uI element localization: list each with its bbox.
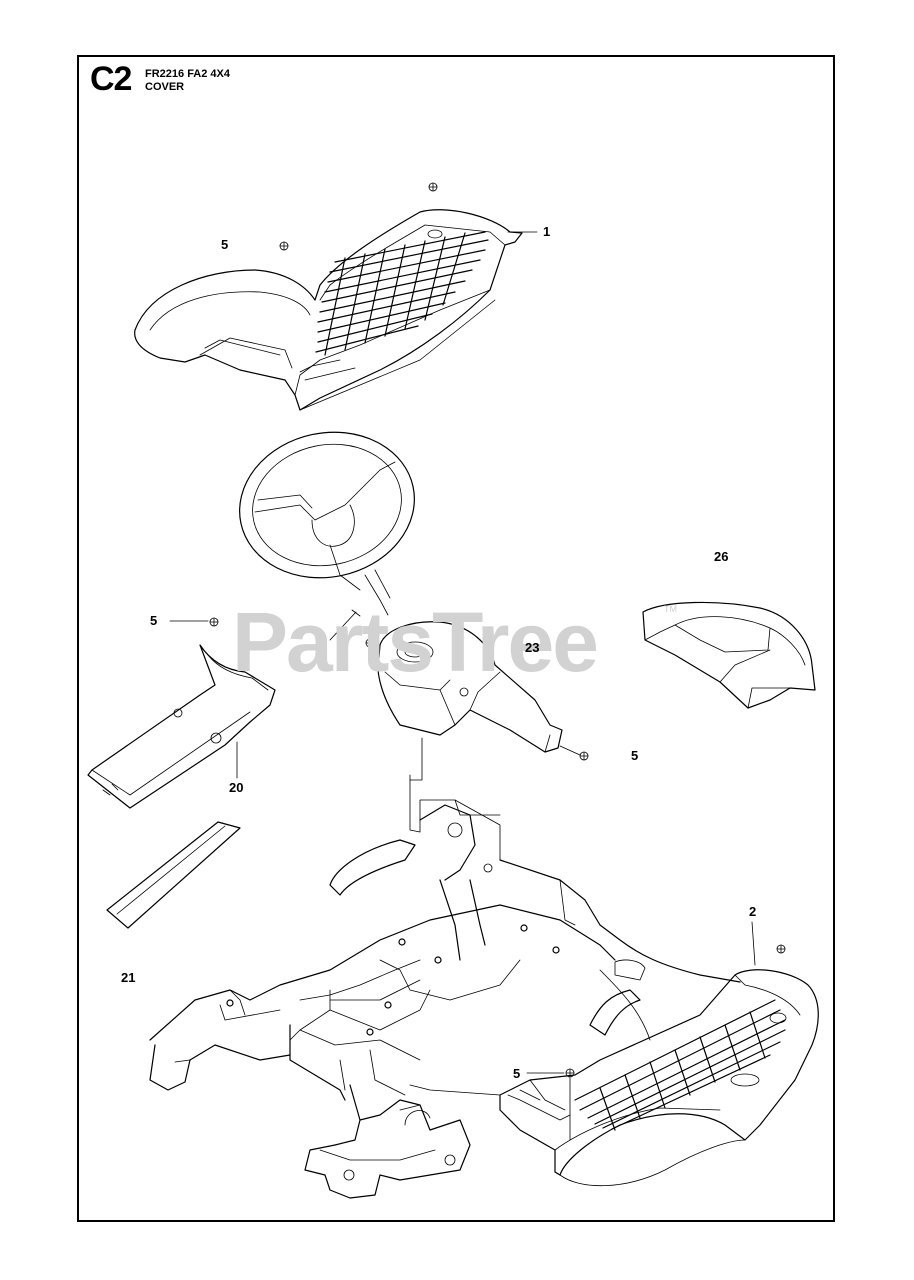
- part-2-rear-cover[interactable]: [499, 969, 819, 1187]
- screw-icon[interactable]: [565, 1068, 575, 1078]
- screw-icon[interactable]: [428, 182, 438, 192]
- part-23-column-cover[interactable]: [377, 621, 563, 753]
- screw-icon[interactable]: [279, 241, 289, 251]
- callout-2[interactable]: 2: [749, 904, 757, 919]
- callout-26[interactable]: 26: [714, 549, 729, 564]
- section-code: C2: [90, 60, 132, 98]
- callout-21[interactable]: 21: [121, 970, 136, 985]
- diagram-frame: [77, 55, 835, 1222]
- section-title: COVER: [145, 81, 185, 93]
- callout-5[interactable]: 5: [221, 237, 229, 252]
- bolt: [329, 609, 361, 641]
- screw-icon[interactable]: [209, 617, 219, 627]
- part-1-front-cover[interactable]: [134, 209, 523, 411]
- model-number: FR2216 FA2 4X4: [145, 68, 230, 80]
- part-26-dash-cover[interactable]: [642, 601, 816, 709]
- callout-5[interactable]: 5: [631, 748, 639, 763]
- chassis-frame: [149, 774, 741, 1199]
- screw-icon[interactable]: [776, 944, 786, 954]
- callout-20[interactable]: 20: [229, 780, 244, 795]
- callout-5[interactable]: 5: [513, 1066, 521, 1081]
- part-21-strip[interactable]: [106, 821, 241, 929]
- part-20-side-panel[interactable]: [87, 644, 276, 809]
- steering-wheel[interactable]: [226, 416, 428, 616]
- callout-23[interactable]: 23: [525, 640, 540, 655]
- callout-5[interactable]: 5: [150, 613, 158, 628]
- screw-icon[interactable]: [579, 751, 589, 761]
- callout-1[interactable]: 1: [543, 224, 551, 239]
- screw-icon[interactable]: [365, 638, 375, 648]
- watermark-tm: TM: [664, 604, 677, 614]
- watermark: PartsTree: [232, 595, 599, 689]
